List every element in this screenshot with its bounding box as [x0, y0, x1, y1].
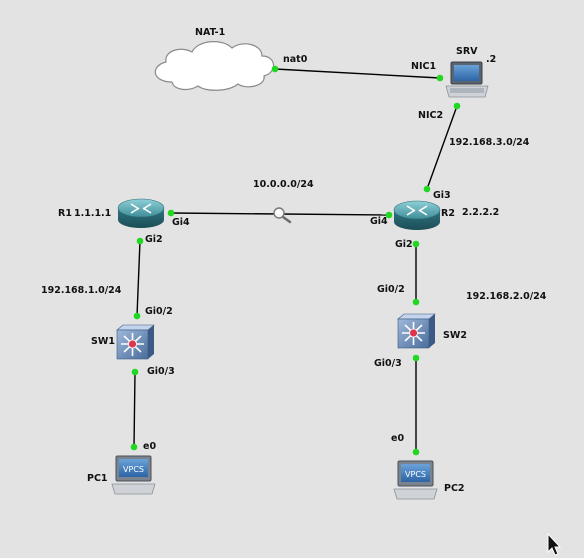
link-srv-r2[interactable]: [426, 105, 458, 190]
port-label-pc2-e0: e0: [391, 433, 404, 444]
port-dot-pc1-e0[interactable]: [130, 443, 138, 451]
router-icon: [117, 198, 165, 228]
node-nat[interactable]: NAT-1: [154, 27, 275, 91]
port-label-sw2-gi0-2: Gi0/2: [377, 284, 405, 295]
port-dot-nat0[interactable]: [271, 65, 279, 73]
subnet-label-r1-r2: 10.0.0.0/24: [253, 179, 314, 190]
link-sw1-pc1[interactable]: [133, 371, 136, 448]
port-label-srv-nic1: NIC1: [411, 61, 436, 72]
srv-label: SRV: [456, 46, 478, 57]
sw1-label: SW1: [91, 336, 115, 347]
port-label-pc1-e0: e0: [143, 441, 156, 452]
srv-host-suffix: .2: [486, 54, 496, 65]
link-r1-sw1[interactable]: [136, 240, 141, 317]
port-dot-r2-gi3[interactable]: [423, 185, 431, 193]
magnifier-icon[interactable]: [273, 207, 292, 224]
link-nat-srv[interactable]: [274, 68, 441, 79]
sw2-label: SW2: [443, 330, 467, 341]
port-dot-r2-gi4[interactable]: [385, 211, 393, 219]
port-label-r2-gi2: Gi2: [395, 239, 413, 250]
router-icon: [393, 200, 441, 230]
port-dot-r1-gi4[interactable]: [167, 209, 175, 217]
port-dot-srv-nic1[interactable]: [436, 74, 444, 82]
r2-label: R2: [441, 208, 455, 219]
node-sw1[interactable]: SW1: [91, 324, 155, 360]
subnet-label-r2-sw2: 192.168.2.0/24: [466, 291, 547, 302]
node-sw2[interactable]: SW2: [397, 313, 467, 349]
pc2-label: PC2: [444, 483, 465, 494]
port-label-r2-gi4: Gi4: [370, 216, 388, 227]
laptop-icon: [445, 61, 489, 98]
port-label-srv-nic2: NIC2: [418, 110, 443, 121]
r2-router-id: 2.2.2.2: [462, 207, 499, 218]
port-label-sw1-gi0-2: Gi0/2: [145, 306, 173, 317]
node-r1[interactable]: R1 1.1.1.1: [58, 198, 165, 228]
r1-router-id: 1.1.1.1: [74, 208, 111, 219]
vpcs-monitor-icon: VPCS: [111, 455, 156, 495]
port-dot-r1-gi2[interactable]: [136, 237, 144, 245]
subnet-label-r1-sw1: 192.168.1.0/24: [41, 285, 122, 296]
node-pc2[interactable]: VPCS PC2: [393, 460, 465, 500]
pc2-badge: VPCS: [405, 470, 426, 479]
r1-label: R1: [58, 208, 72, 219]
node-pc1[interactable]: VPCS PC1: [87, 455, 156, 495]
nat-label: NAT-1: [195, 27, 225, 38]
port-dot-sw1-gi0-2[interactable]: [133, 312, 141, 320]
vpcs-monitor-icon: VPCS: [393, 460, 438, 500]
port-labels: nat0 NIC1 NIC2 Gi3 Gi4 Gi4 Gi2 Gi2 Gi0/2…: [143, 54, 451, 452]
port-dot-srv-nic2[interactable]: [453, 102, 461, 110]
port-label-sw2-gi0-3: Gi0/3: [374, 358, 402, 369]
port-dot-sw2-gi0-2[interactable]: [412, 298, 420, 306]
port-dot-r2-gi2[interactable]: [412, 240, 420, 248]
port-dot-sw1-gi0-3[interactable]: [131, 368, 139, 376]
port-label-sw1-gi0-3: Gi0/3: [147, 366, 175, 377]
port-dot-sw2-gi0-3[interactable]: [412, 354, 420, 362]
port-label-nat0: nat0: [283, 54, 308, 65]
subnet-label-r2-srv: 192.168.3.0/24: [449, 137, 530, 148]
pc1-label: PC1: [87, 473, 108, 484]
port-dot-pc2-e0[interactable]: [412, 448, 420, 456]
port-label-r1-gi2: Gi2: [145, 234, 163, 245]
port-status-dots: [130, 65, 461, 456]
node-srv[interactable]: SRV .2: [445, 46, 496, 98]
links: [133, 68, 458, 452]
node-r2[interactable]: R2 2.2.2.2: [393, 200, 499, 230]
switch-icon: [397, 313, 436, 349]
switch-icon: [116, 324, 155, 360]
pc1-badge: VPCS: [123, 465, 144, 474]
port-label-r2-gi3: Gi3: [433, 190, 451, 201]
mouse-pointer-icon: [547, 532, 562, 556]
cloud-icon: [154, 41, 275, 91]
subnet-labels: 10.0.0.0/24 192.168.3.0/24 192.168.1.0/2…: [41, 137, 547, 302]
port-label-r1-gi4: Gi4: [172, 217, 190, 228]
